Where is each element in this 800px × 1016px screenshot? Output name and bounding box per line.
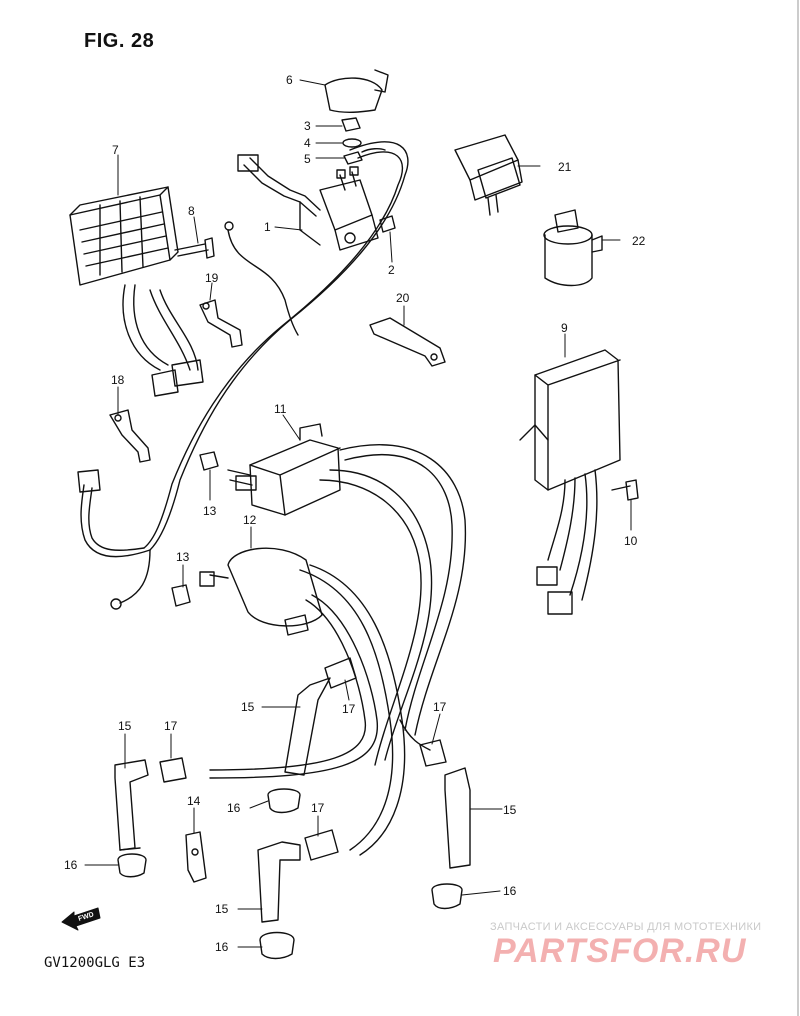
ignition-coil-2 xyxy=(199,547,323,636)
ht-leads xyxy=(209,444,467,856)
relay-cap xyxy=(324,69,389,113)
label-15b: 15 xyxy=(118,719,132,733)
label-5: 5 xyxy=(304,152,311,166)
label-15d: 15 xyxy=(215,902,229,916)
wiring-harness xyxy=(77,141,409,610)
label-9: 9 xyxy=(561,321,568,335)
label-8: 8 xyxy=(188,204,195,218)
label-16d: 16 xyxy=(215,940,229,954)
label-13a: 13 xyxy=(203,504,217,518)
label-16b: 16 xyxy=(64,858,78,872)
coil-nuts xyxy=(171,451,219,607)
relay-21 xyxy=(454,134,523,216)
relay-hardware xyxy=(341,117,386,165)
igniter-unit xyxy=(519,349,621,615)
label-2: 2 xyxy=(388,263,395,277)
label-15a: 15 xyxy=(241,700,255,714)
plug-caps xyxy=(114,677,471,923)
regulator-bolt xyxy=(174,237,215,259)
label-14: 14 xyxy=(187,794,201,808)
label-17a: 17 xyxy=(342,702,356,716)
label-20: 20 xyxy=(396,291,410,305)
leader-lines xyxy=(84,79,632,948)
figure-title: FIG. 28 xyxy=(84,30,155,52)
label-18: 18 xyxy=(111,373,125,387)
label-17c: 17 xyxy=(433,700,447,714)
fwd-label: FWD xyxy=(77,911,94,923)
label-21: 21 xyxy=(558,160,572,174)
model-code: GV1200GLG E3 xyxy=(44,955,146,971)
label-1: 1 xyxy=(264,220,271,234)
label-10: 10 xyxy=(624,534,638,548)
cord-seals xyxy=(159,657,447,861)
bracket-18 xyxy=(109,409,151,463)
label-11: 11 xyxy=(274,402,287,416)
fwd-arrow-icon: FWD xyxy=(61,907,101,931)
plug-cap-seals xyxy=(117,788,463,960)
label-15c: 15 xyxy=(503,803,517,817)
starter-relay xyxy=(237,154,379,251)
flasher-relay-22 xyxy=(543,209,603,287)
watermark-caption: ЗАПЧАСТИ И АКСЕССУАРЫ ДЛЯ МОТОТЕХНИКИ xyxy=(490,921,762,933)
label-12: 12 xyxy=(243,513,257,527)
label-3: 3 xyxy=(304,119,311,133)
label-16c: 16 xyxy=(503,884,517,898)
regulator-rectifier xyxy=(69,186,204,397)
igniter-screw xyxy=(611,479,639,501)
label-17b: 17 xyxy=(164,719,178,733)
label-7: 7 xyxy=(112,143,119,157)
watermark-logo: PARTSFOR.RU xyxy=(493,932,747,970)
label-17d: 17 xyxy=(311,801,325,815)
label-22: 22 xyxy=(632,234,646,248)
ground-clip xyxy=(185,831,207,883)
label-6: 6 xyxy=(286,73,293,87)
clamp-20 xyxy=(369,317,446,367)
ignition-coil-1 xyxy=(227,423,341,516)
label-19: 19 xyxy=(205,271,219,285)
label-16a: 16 xyxy=(227,801,241,815)
label-4: 4 xyxy=(304,136,311,150)
relay-bolt xyxy=(379,215,396,233)
label-13b: 13 xyxy=(176,550,190,564)
bracket-19 xyxy=(199,299,243,348)
